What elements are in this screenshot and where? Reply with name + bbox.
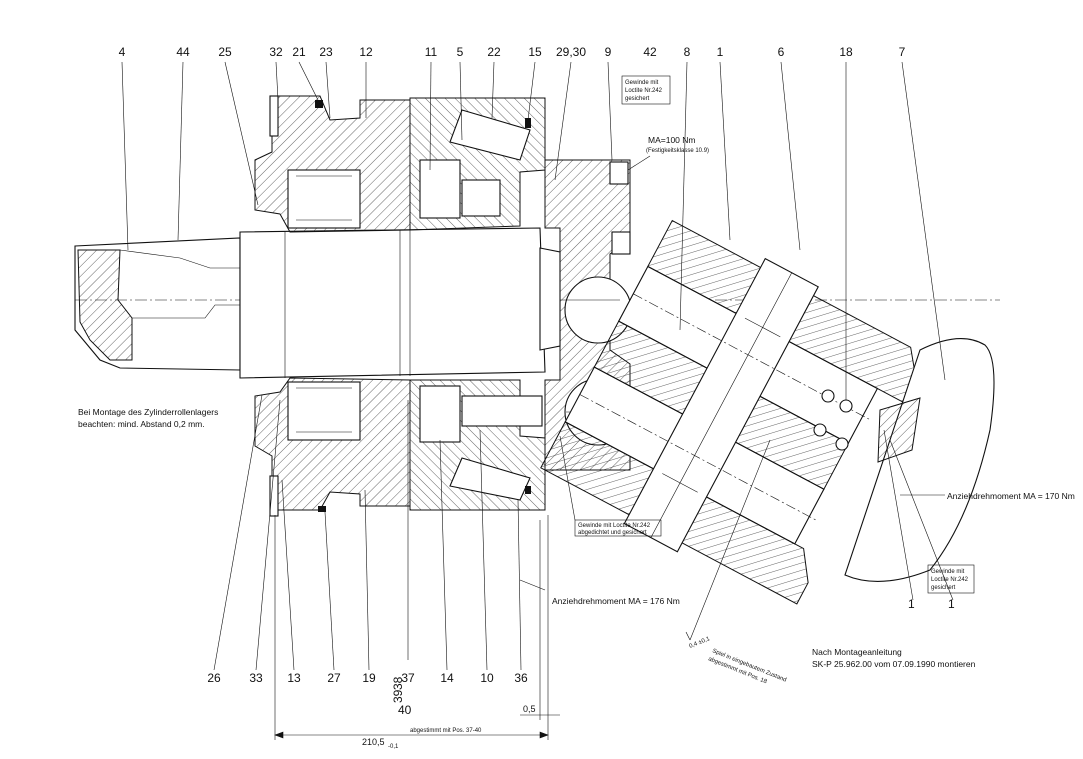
part-number-top: 18	[839, 45, 853, 59]
part-number-top: 4	[119, 45, 126, 59]
note-thread-mid-line1: Gewinde mit Loctite Nr.242	[578, 523, 651, 529]
dimension-small: 0,5	[523, 704, 536, 714]
dimension-main: 210,5	[362, 737, 385, 747]
note-box-thread-mid	[574, 519, 662, 537]
note-torque-top: MA=100 Nm	[648, 135, 695, 145]
note-thread-top-line1: Gewinde mit	[625, 80, 659, 86]
pump-section-view	[74, 95, 1000, 605]
note-torque-right: Anziehdrehmoment MA = 170 Nm	[947, 491, 1075, 501]
part-number-top: 21	[292, 45, 306, 59]
dimension-lines	[274, 515, 560, 740]
part-number-bottom: 27	[327, 671, 341, 685]
part-number-bottom: 13	[287, 671, 301, 685]
note-cylinder-bearing-line1: Bei Montage des Zylinderrollenlagers	[78, 407, 218, 417]
part-number-top: 5	[457, 45, 464, 59]
part-number-bottom: 19	[362, 671, 376, 685]
part-number-bottom: 33	[249, 671, 263, 685]
leader-lines	[121, 61, 954, 671]
part-number-top: 42	[643, 45, 657, 59]
note-angle: 0,4 ±0,1	[689, 636, 712, 650]
part-number-bottom: 26	[207, 671, 221, 685]
part-number-top: 11	[425, 45, 438, 59]
part-number-top: 29,30	[556, 45, 586, 59]
note-thread-right-line2: Loctite Nr.242	[931, 577, 969, 583]
dimension-main-note: abgestimmt mit Pos. 37-40	[410, 728, 482, 734]
part-number-top: 6	[778, 45, 785, 59]
part-numbers-bottom: 26 33 13 27 19 37 14 10 36	[207, 671, 528, 685]
part-number-top: 9	[605, 45, 612, 59]
part-number-top: 25	[218, 45, 232, 59]
part-number-right: 1	[908, 597, 915, 611]
note-cylinder-bearing-line2: beachten: mind. Abstand 0,2 mm.	[78, 419, 205, 429]
note-thread-right-line1: Gewinde mit	[931, 569, 965, 575]
note-box-thread-top	[621, 75, 671, 105]
note-torque-top-sub: (Festigkeitsklasse 10.9)	[646, 148, 709, 154]
note-box-thread-right	[927, 564, 975, 594]
note-thread-top-line3: gesichert	[625, 96, 650, 102]
part-number-right: 1	[948, 597, 955, 611]
part-number-top: 12	[359, 45, 373, 59]
part-number-top: 7	[899, 45, 906, 59]
stacked-label: 39	[391, 689, 405, 703]
part-number-top: 23	[319, 45, 333, 59]
note-thread-right-line3: gesichert	[931, 585, 956, 591]
part-number-top: 8	[684, 45, 691, 59]
stacked-label: 40	[398, 703, 412, 717]
part-number-bottom: 14	[440, 671, 454, 685]
note-thread-mid-line2: abgedichtet und gesichert	[578, 530, 647, 536]
part-number-top: 32	[269, 45, 283, 59]
part-number-bottom: 36	[514, 671, 528, 685]
stacked-label: 38	[391, 676, 405, 690]
part-number-top: 1	[717, 45, 724, 59]
note-torque-bottom: Anziehdrehmoment MA = 176 Nm	[552, 596, 680, 606]
part-number-top: 22	[487, 45, 501, 59]
part-number-bottom: 10	[480, 671, 494, 685]
dimension-main-tolerance: -0,1	[388, 744, 399, 750]
note-assembly-line2: SK-P 25.962.00 vom 07.09.1990 montieren	[812, 659, 976, 669]
note-assembly-line1: Nach Montageanleitung	[812, 647, 902, 657]
part-number-top: 44	[176, 45, 190, 59]
part-number-bottom: 37	[401, 671, 415, 685]
note-thread-top-line2: Loctite Nr.242	[625, 88, 663, 94]
part-number-top: 15	[528, 45, 542, 59]
